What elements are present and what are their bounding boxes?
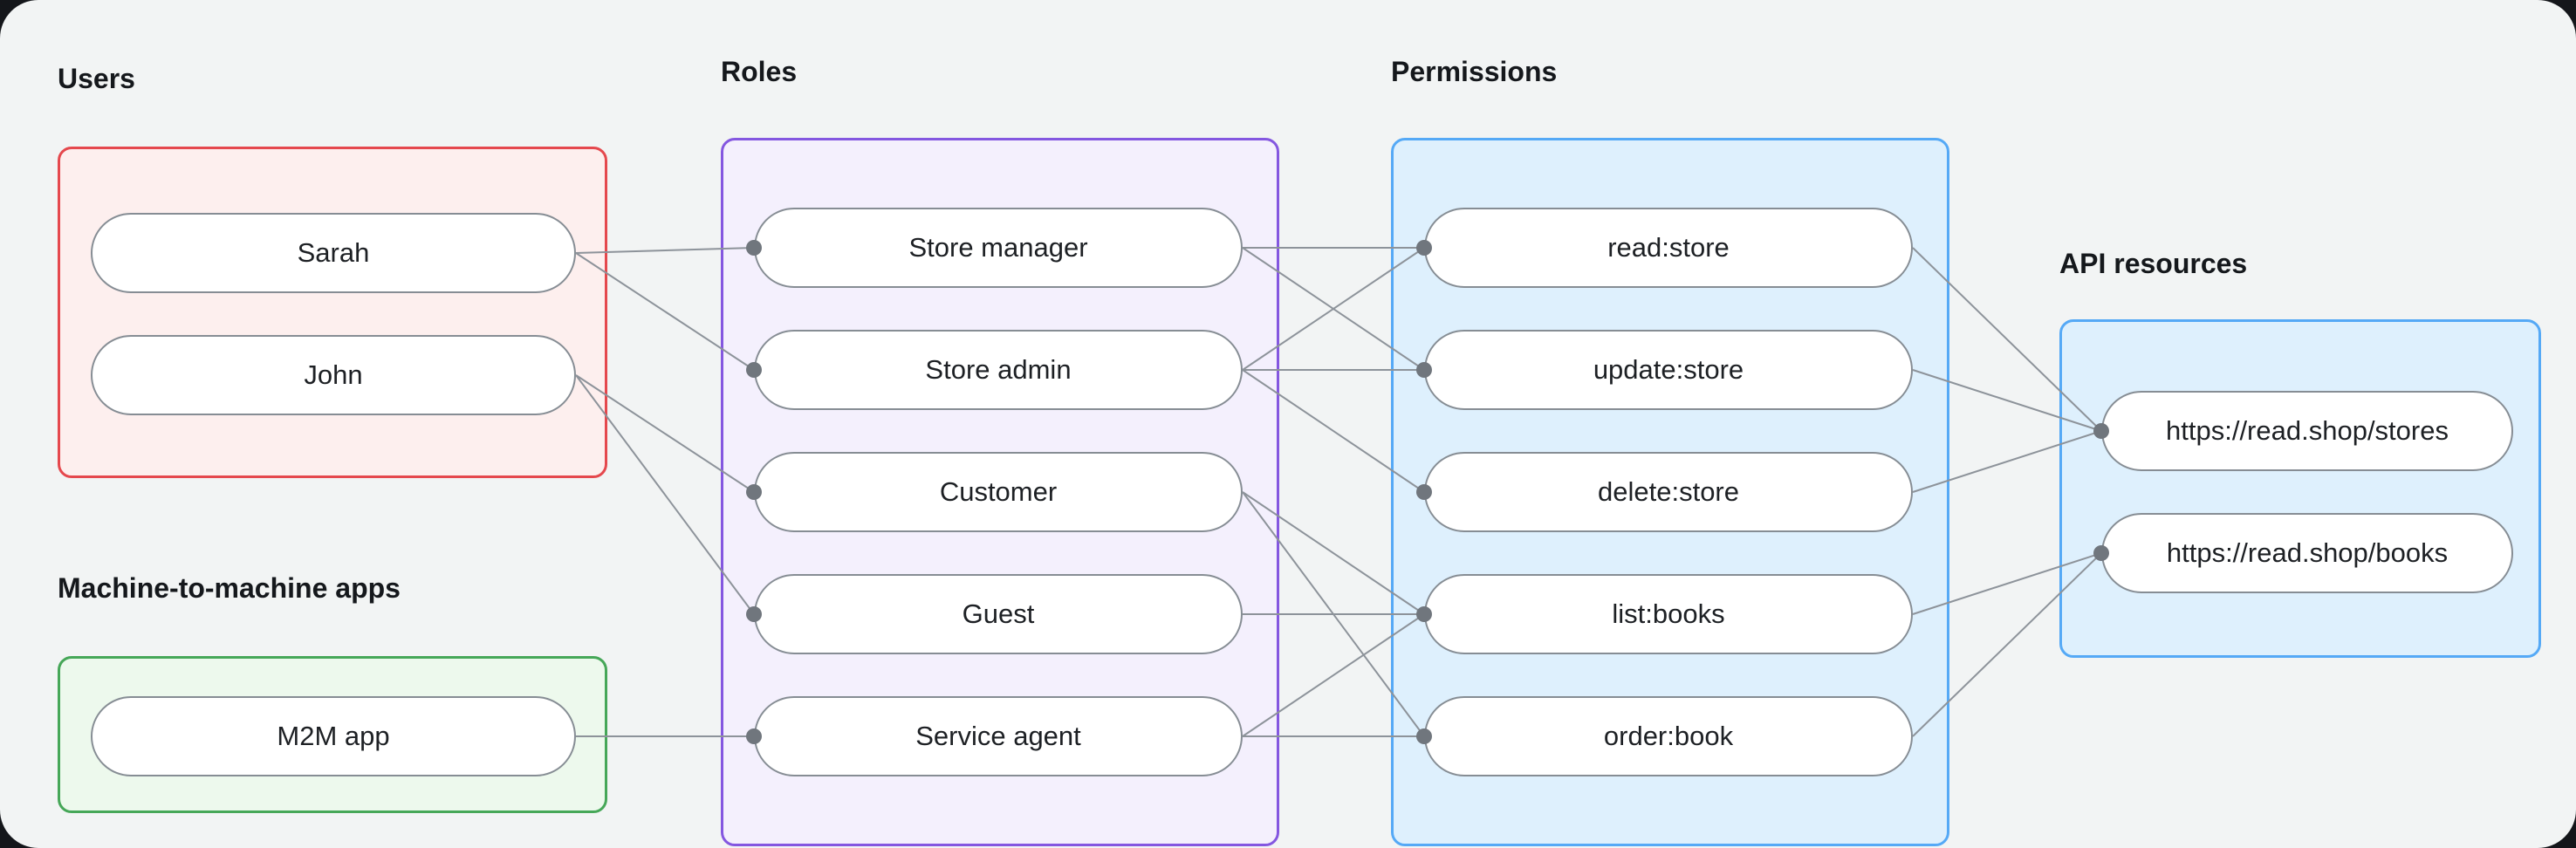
- permission-node-update-store: update:store: [1424, 330, 1913, 410]
- users-group-box: [58, 147, 607, 478]
- user-node-sarah: Sarah: [91, 213, 576, 293]
- m2m-apps-group-label: Machine-to-machine apps: [58, 572, 401, 604]
- api-resources-group-label: API resources: [2059, 248, 2248, 279]
- roles-group-label: Roles: [721, 56, 798, 87]
- api-resources-group-box: [2059, 319, 2541, 658]
- permission-node-list-books: list:books: [1424, 574, 1913, 654]
- role-node-service-agent: Service agent: [754, 696, 1243, 776]
- users-group-label: Users: [58, 63, 135, 94]
- api-node-read-shop-books: https://read.shop/books: [2101, 513, 2513, 593]
- permission-node-delete-store: delete:store: [1424, 452, 1913, 532]
- permission-node-read-store: read:store: [1424, 208, 1913, 288]
- api-node-read-shop-stores: https://read.shop/stores: [2101, 391, 2513, 471]
- permission-node-order-book: order:book: [1424, 696, 1913, 776]
- role-node-customer: Customer: [754, 452, 1243, 532]
- role-node-store-admin: Store admin: [754, 330, 1243, 410]
- role-node-guest: Guest: [754, 574, 1243, 654]
- user-node-john: John: [91, 335, 576, 415]
- role-node-store-manager: Store manager: [754, 208, 1243, 288]
- permissions-group-label: Permissions: [1391, 56, 1558, 87]
- m2m-node-m2m-app: M2M app: [91, 696, 576, 776]
